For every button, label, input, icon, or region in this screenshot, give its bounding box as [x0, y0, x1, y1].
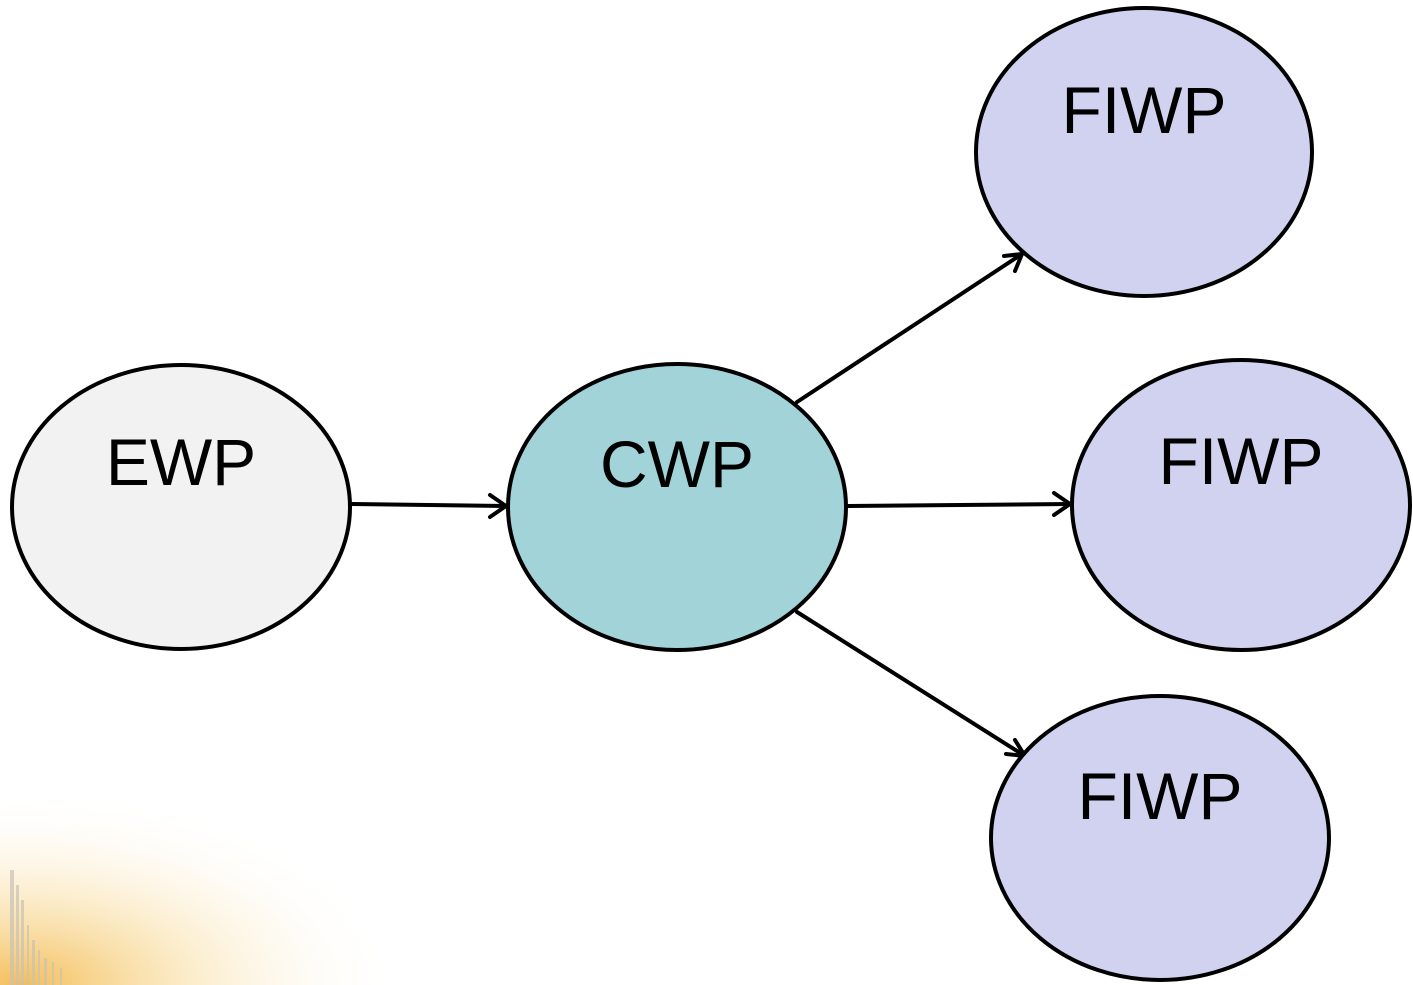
edge-cwp-to-fiwp-middle [846, 491, 1072, 517]
node-fiwp-top[interactable]: FIWP [974, 6, 1314, 298]
cwp-ellipse [506, 362, 848, 652]
edge-cwp-to-fiwp-bottom [795, 610, 1027, 758]
arrowhead-icon [1052, 491, 1072, 517]
node-ewp[interactable]: EWP [10, 363, 352, 651]
ewp-label: EWP [106, 425, 256, 499]
node-cwp[interactable]: CWP [506, 362, 848, 652]
arrowhead-icon [1002, 252, 1024, 273]
arrowhead-icon [488, 493, 508, 519]
fiwp-bottom-label: FIWP [1078, 759, 1243, 833]
node-fiwp-middle[interactable]: FIWP [1070, 358, 1412, 652]
fiwp-top-label: FIWP [1062, 73, 1227, 147]
fiwp-middle-ellipse [1070, 358, 1412, 652]
fiwp-top-ellipse [974, 6, 1314, 298]
fiwp-bottom-ellipse [989, 694, 1331, 982]
edge-ewp-to-cwp [350, 493, 508, 519]
fiwp-middle-label: FIWP [1159, 424, 1324, 498]
cwp-label: CWP [600, 427, 754, 501]
edge-cwp-to-fiwp-top [795, 252, 1024, 404]
node-fiwp-bottom[interactable]: FIWP [989, 694, 1331, 982]
ewp-ellipse [10, 363, 352, 651]
